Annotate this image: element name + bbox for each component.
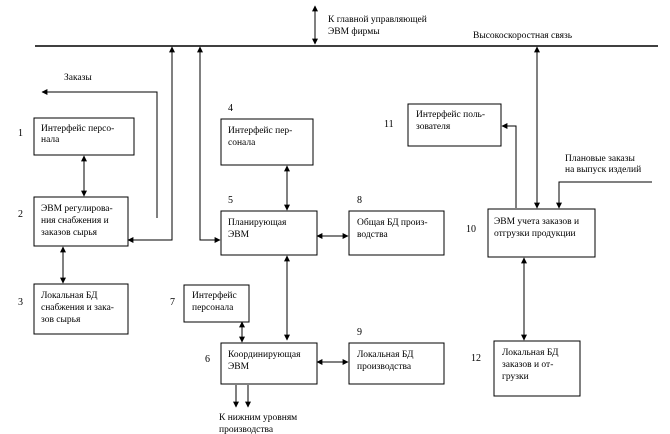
orders-label: Заказы xyxy=(64,73,92,83)
svg-text:производства: производства xyxy=(357,362,412,372)
svg-text:6: 6 xyxy=(205,354,210,365)
svg-text:грузки: грузки xyxy=(502,372,529,382)
high-speed-link-label: Высокоскоростная связь xyxy=(473,31,573,41)
svg-text:отгрузки продукции: отгрузки продукции xyxy=(494,229,576,239)
svg-text:ЭВМ: ЭВМ xyxy=(228,362,250,372)
box-2-supply-computer: 2 ЭВМ регулирова- ния снабжения и заказо… xyxy=(18,196,129,247)
svg-text:1: 1 xyxy=(18,128,23,139)
svg-text:зователя: зователя xyxy=(416,122,451,132)
svg-text:сонала: сонала xyxy=(228,138,256,148)
lower-levels-label-1: К нижним уровням xyxy=(219,413,297,423)
svg-text:нала: нала xyxy=(41,135,60,145)
box-12-orders-shipping-database: 12 Локальная БД заказов и от- грузки xyxy=(471,340,581,397)
box-8-general-production-database: 8 Общая БД произ- водства xyxy=(348,195,445,256)
box-9-local-production-database: 9 Локальная БД производства xyxy=(348,327,445,385)
box-7-personnel-interface: 7 Интерфейс персонала xyxy=(170,284,250,323)
svg-text:Локальная БД: Локальная БД xyxy=(502,348,559,358)
box-1-personnel-interface: 1 Интерфейс персо- нала xyxy=(18,117,135,156)
main-computer-label-2: ЭВМ фирмы xyxy=(328,26,380,37)
svg-text:10: 10 xyxy=(466,224,476,235)
svg-text:11: 11 xyxy=(384,119,394,130)
svg-text:заказов и от-: заказов и от- xyxy=(502,360,553,370)
svg-text:4: 4 xyxy=(228,103,233,114)
box10-box11-link xyxy=(501,123,517,208)
box5-bus-link xyxy=(197,46,221,243)
svg-text:ЭВМ регулирова-: ЭВМ регулирова- xyxy=(41,204,113,214)
svg-text:Планирующая: Планирующая xyxy=(228,218,287,228)
svg-text:ЭВМ: ЭВМ xyxy=(228,230,250,240)
box-5-planning-computer: 5 Планирующая ЭВМ xyxy=(220,195,318,256)
plan-orders-label-1: Плановые заказы xyxy=(565,154,636,164)
svg-text:5: 5 xyxy=(228,195,233,206)
svg-text:Интерфейс поль-: Интерфейс поль- xyxy=(416,109,485,120)
svg-text:9: 9 xyxy=(357,327,362,338)
box2-bus-link xyxy=(127,46,175,243)
box-6-coordinating-computer: 6 Координирующая ЭВМ xyxy=(205,342,318,385)
svg-text:Интерфейс пер-: Интерфейс пер- xyxy=(228,125,292,136)
main-computer-label-1: К главной управляющей xyxy=(328,14,427,25)
svg-text:Интерфейс: Интерфейс xyxy=(192,290,237,301)
svg-text:ния снабжения и: ния снабжения и xyxy=(41,215,109,226)
svg-text:заказов сырья: заказов сырья xyxy=(41,228,98,238)
svg-text:7: 7 xyxy=(170,297,175,308)
svg-text:Локальная БД: Локальная БД xyxy=(357,350,414,360)
box-10-orders-shipping-computer: 10 ЭВМ учета заказов и отгрузки продукци… xyxy=(466,208,596,258)
svg-text:персонала: персонала xyxy=(192,303,234,313)
svg-text:12: 12 xyxy=(471,353,481,364)
plan-orders-label-2: на выпуск изделий xyxy=(565,164,641,175)
svg-text:ЭВМ учета заказов и: ЭВМ учета заказов и xyxy=(494,217,579,227)
svg-text:водства: водства xyxy=(357,230,388,240)
svg-text:8: 8 xyxy=(357,195,362,206)
svg-text:Общая БД произ-: Общая БД произ- xyxy=(357,217,428,228)
svg-text:Локальная БД: Локальная БД xyxy=(41,291,98,301)
plan-orders-arrow xyxy=(556,181,652,209)
svg-text:Координирующая: Координирующая xyxy=(228,350,301,360)
box-11-user-interface: 11 Интерфейс поль- зователя xyxy=(384,103,502,147)
lower-levels-label-2: производства xyxy=(219,425,274,434)
svg-text:зов сырья: зов сырья xyxy=(41,315,81,325)
svg-text:снабжения и зака-: снабжения и зака- xyxy=(41,302,114,313)
box-4-personnel-interface: 4 Интерфейс пер- сонала xyxy=(220,103,314,166)
svg-text:Интерфейс персо-: Интерфейс персо- xyxy=(41,123,114,134)
box-3-supply-database: 3 Локальная БД снабжения и зака- зов сыр… xyxy=(18,283,129,335)
svg-text:2: 2 xyxy=(18,209,23,220)
svg-text:3: 3 xyxy=(18,297,23,308)
